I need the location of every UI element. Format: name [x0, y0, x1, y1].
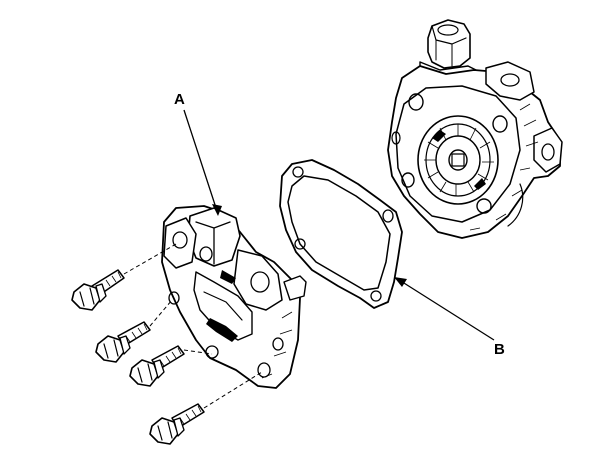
callout-a-leader — [183, 109, 219, 215]
bolt-2 — [95, 321, 151, 363]
bolt-4 — [149, 403, 205, 445]
mounting-bolts — [71, 269, 205, 445]
pump-flange-bolt-holes — [391, 93, 508, 214]
pump-body — [387, 19, 563, 239]
callout-a-label: A — [174, 91, 185, 108]
cover-plate-a — [161, 205, 307, 389]
alignment-lines — [123, 243, 263, 409]
callout-a-arrowhead — [212, 204, 222, 216]
callout-b: B — [394, 277, 505, 358]
pump-rotor — [417, 115, 499, 205]
callout-b-leader — [395, 277, 495, 341]
gasket-b — [279, 159, 403, 309]
callout-a: A — [174, 91, 222, 216]
gasket-bolt-holes — [292, 166, 394, 302]
bolt-3 — [129, 345, 185, 387]
callout-b-arrowhead — [394, 277, 407, 287]
cover-plate-bolt-holes — [168, 246, 284, 378]
callout-b-label: B — [494, 341, 505, 358]
bolt-1 — [71, 269, 125, 311]
